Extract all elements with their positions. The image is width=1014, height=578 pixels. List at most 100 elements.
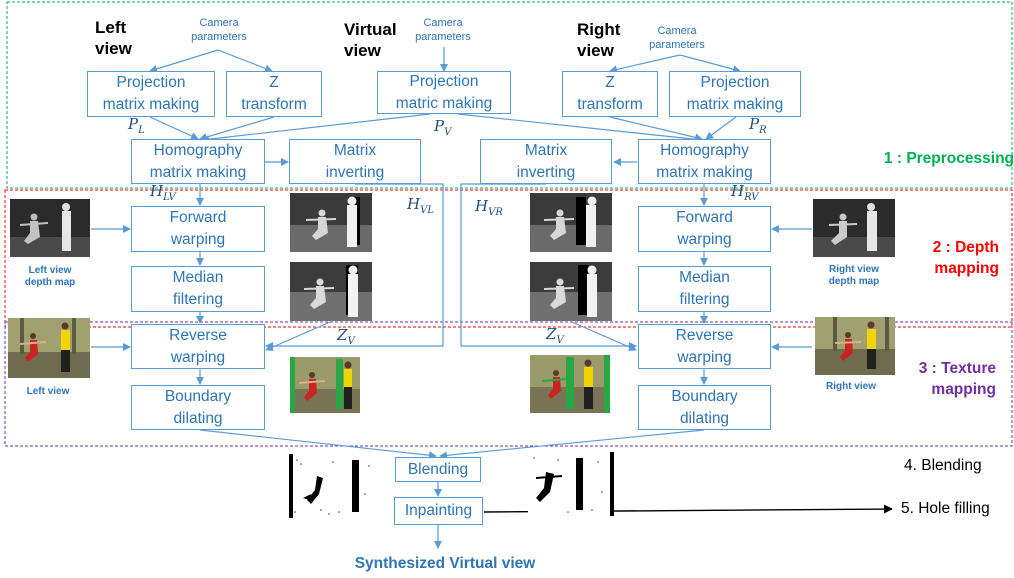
z-transform-right-line2: transform <box>577 96 643 113</box>
arrow-z-right-homo <box>609 116 703 142</box>
camera-parameters-virtual-line2: parameters <box>415 31 471 43</box>
arrow-hvl <box>265 183 444 350</box>
median-filtering-right-line2: filtering <box>679 291 730 308</box>
left-view-title-line2: view <box>95 39 132 58</box>
arrow-zv-right <box>571 321 637 351</box>
pv-label: PV <box>434 117 451 138</box>
z-transform-right-line1: Z <box>605 74 615 91</box>
matrix-inverting-left-line1: Matrix <box>333 141 377 159</box>
hvr-sub: VR <box>488 207 503 218</box>
hlv-base: H <box>150 182 164 200</box>
left-warped-depth-image <box>290 193 372 252</box>
reverse-warping-right-line1: Reverse <box>675 326 734 344</box>
homography-left-line1: Homography <box>153 141 243 159</box>
z-transform-left-line1: Z <box>269 74 279 91</box>
boundary-dilating-right-line1: Boundary <box>671 387 738 405</box>
projection-matric-virtual-line2: matric making <box>395 94 493 112</box>
pr-sub: R <box>759 125 767 136</box>
output-label-text: Synthesized Virtual view <box>354 555 536 572</box>
stage-3-line2: mapping <box>931 381 996 398</box>
left-view-title: Left view <box>95 17 155 59</box>
projection-matrix-left-box: Projection matrix making <box>87 71 215 117</box>
boundary-dilating-right-line2: dilating <box>679 409 730 427</box>
right-warped-color-image <box>530 355 610 413</box>
forward-warping-right-box: Forward warping <box>638 206 771 252</box>
arrow-cam-left-proj <box>149 49 219 73</box>
camera-parameters-right: Camera parameters <box>641 24 713 52</box>
blending-label: Blending <box>407 460 469 478</box>
arrow-proj-virtual-homo-left <box>201 113 431 144</box>
hvr-label: HVR <box>475 197 503 218</box>
camera-parameters-right-line1: Camera <box>657 25 697 37</box>
boundary-dilating-left-line1: Boundary <box>164 387 232 405</box>
homography-right-line1: Homography <box>660 141 749 159</box>
homography-right-line2: matrix making <box>656 163 753 181</box>
preprocessing-region <box>6 1 1013 189</box>
arrow-proj-right-homo <box>705 116 737 140</box>
median-filtering-right-line1: Median <box>679 269 730 286</box>
arrow-proj-left-homo <box>149 116 199 140</box>
arrow-proj-virtual-homo-right <box>457 113 703 144</box>
right-view-title: Right view <box>577 19 637 61</box>
left-depth-caption-line1: Left view <box>28 265 72 276</box>
stage-5-line1: 5. Hole filling <box>901 500 990 517</box>
hvr-base: H <box>475 197 489 215</box>
left-view-caption: Left view <box>8 386 88 398</box>
hlv-label: HLV <box>150 182 176 203</box>
right-view-image <box>815 317 895 375</box>
virtual-view-title: Virtual view <box>344 19 414 61</box>
arrow-bd-left-blend <box>199 429 437 460</box>
homography-left-line2: matrix making <box>149 163 247 181</box>
left-depth-caption-line2: depth map <box>24 277 76 288</box>
arrow-cam-left-z <box>217 49 273 73</box>
reverse-warping-left-line1: Reverse <box>169 326 227 344</box>
camera-parameters-left-line2: parameters <box>191 31 247 43</box>
pv-sub: V <box>444 127 452 138</box>
camera-parameters-left: Camera parameters <box>183 16 255 44</box>
camera-parameters-virtual: Camera parameters <box>407 16 479 44</box>
homography-left-box: Homography matrix making <box>131 139 265 184</box>
hrv-label: HRV <box>731 182 759 203</box>
zv-right-sub: V <box>556 335 564 346</box>
median-filtering-left-line1: Median <box>172 269 224 286</box>
arrow-zv-left <box>265 321 331 351</box>
zv-right-base: Z <box>546 325 557 343</box>
pl-label: PL <box>128 115 145 136</box>
left-warped-color-image <box>290 357 360 413</box>
arrow-bd-right-blend <box>439 429 705 460</box>
right-depth-caption-line2: depth map <box>828 276 880 287</box>
stage-1-label: 1 : Preprocessing <box>814 148 1014 169</box>
matrix-inverting-left-line2: inverting <box>325 163 385 181</box>
hrv-base: H <box>731 182 745 200</box>
zv-left-sub: V <box>347 336 355 347</box>
right-filtered-depth-image <box>530 262 612 321</box>
stage-2-line2: mapping <box>934 260 999 277</box>
zv-right-label: ZV <box>546 325 564 346</box>
boundary-dilating-right-box: Boundary dilating <box>638 385 771 430</box>
right-depth-caption-line1: Right view <box>828 264 879 275</box>
left-depth-caption: Left view depth map <box>5 265 95 289</box>
stage-3-line1: 3 : Texture <box>918 360 996 377</box>
z-transform-left-box: Z transform <box>226 71 322 117</box>
blending-box: Blending <box>395 457 481 482</box>
pl-sub: L <box>138 125 145 136</box>
right-hole-mask-image <box>528 452 614 516</box>
stage-3-label: 3 : Texture mapping <box>846 358 996 400</box>
hvl-base: H <box>407 195 421 213</box>
camera-parameters-left-line1: Camera <box>199 17 239 29</box>
median-filtering-left-line2: filtering <box>173 291 223 308</box>
right-view-caption: Right view <box>811 381 891 393</box>
forward-warping-right-line2: warping <box>677 231 732 248</box>
boundary-dilating-left-line2: dilating <box>173 409 223 427</box>
forward-warping-left-box: Forward warping <box>131 206 265 252</box>
arrow-cam-right-proj <box>679 54 741 74</box>
matrix-inverting-right-line2: inverting <box>516 163 576 181</box>
texture-mapping-region <box>4 321 1013 447</box>
stage-2-label: 2 : Depth mapping <box>849 237 999 279</box>
hrv-sub: RV <box>744 192 759 203</box>
right-depth-caption: Right view depth map <box>808 264 900 288</box>
pv-base: P <box>434 117 445 135</box>
left-filtered-depth-image <box>290 262 372 321</box>
right-view-title-line1: Right <box>577 20 621 39</box>
